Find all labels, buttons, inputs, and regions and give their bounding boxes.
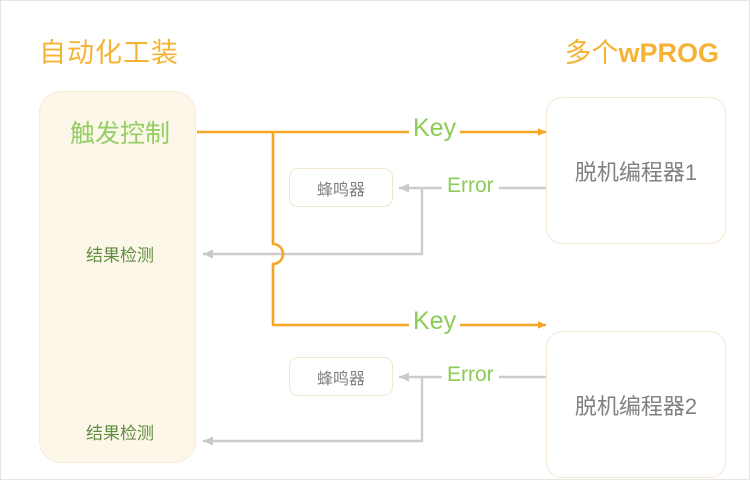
automation-fixture-panel: [39, 91, 196, 463]
key-edge-label-2: Key: [409, 309, 461, 334]
title-right-prefix: 多个: [564, 38, 619, 68]
key-wire-trunk: [197, 128, 547, 329]
result-detect-label-2: 结果检测: [86, 424, 154, 443]
result-detect-label-1: 结果检测: [86, 246, 154, 265]
title-right-bold: wPROG: [618, 38, 719, 68]
offline-programmer-box-2: 脱机编程器2: [546, 331, 726, 478]
buzzer-box-1: 蜂鸣器: [289, 168, 393, 207]
offline-programmer-label-1: 脱机编程器1: [574, 159, 698, 185]
key-edge-label-1: Key: [409, 116, 461, 141]
trigger-control-label: 触发控制: [69, 120, 170, 148]
buzzer-label-1: 蜂鸣器: [316, 181, 365, 199]
buzzer-box-2: 蜂鸣器: [289, 357, 393, 396]
offline-programmer-label-2: 脱机编程器2: [574, 393, 698, 419]
page-title-left: 自动化工装: [39, 38, 179, 68]
error-edge-label-1: Error: [442, 175, 499, 196]
offline-programmer-box-1: 脱机编程器1: [546, 97, 726, 244]
page-title-right: 多个wPROG: [564, 31, 719, 70]
buzzer-label-2: 蜂鸣器: [316, 370, 365, 388]
error-edge-label-2: Error: [442, 364, 499, 385]
